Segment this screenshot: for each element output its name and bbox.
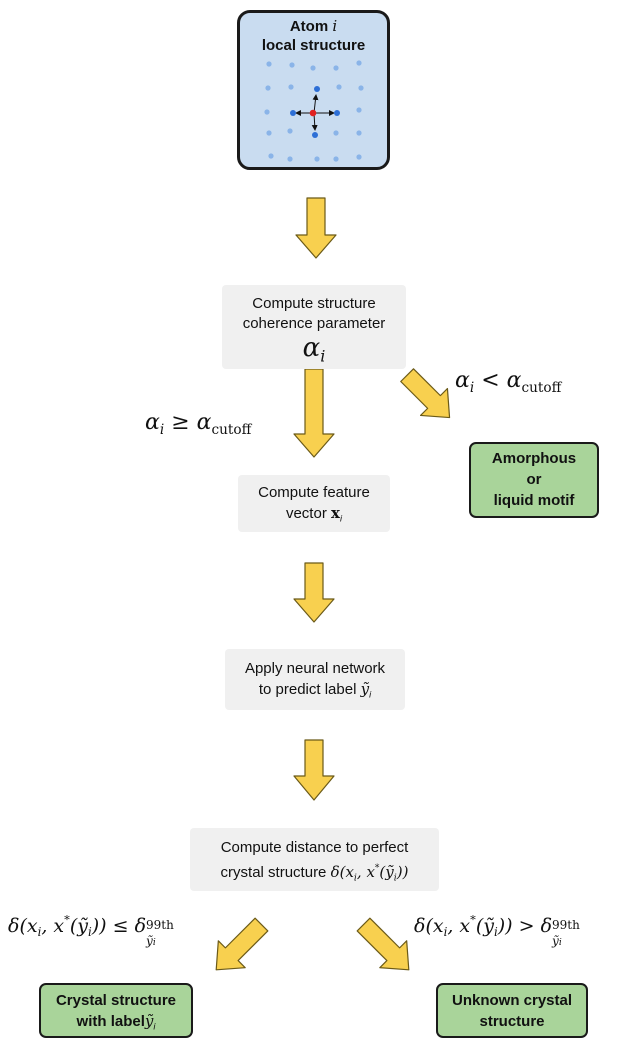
down-arrow-3	[293, 562, 335, 623]
atom-local-structure-box: Atom i local structure	[237, 10, 390, 170]
atom-box-title: Atom i	[289, 17, 338, 35]
amorphous-liquid-box: Amorphous or liquid motif	[469, 442, 599, 518]
step-feature-vector: Compute feature vector xi	[238, 475, 390, 532]
unknown-crystal-box: Unknown crystal structure	[436, 983, 588, 1038]
step1-line2: coherence parameter	[242, 315, 386, 332]
diag-arrow-unknown	[356, 917, 410, 971]
down-arrow-1	[295, 197, 337, 259]
step-coherence-parameter: Compute structure coherence parameter αi	[222, 285, 406, 369]
step-neural-network: Apply neural network to predict label ỹi	[225, 649, 405, 710]
step1-line1: Compute structure	[252, 295, 376, 312]
step-distance-perfect-crystal: Compute distance to perfect crystal stru…	[190, 828, 439, 891]
atom-lattice-illustration	[264, 60, 364, 162]
diag-arrow-amorphous	[400, 368, 451, 419]
down-arrow-2	[293, 368, 335, 458]
condition-ordered: αi ≥ αcutoff	[145, 410, 252, 438]
step1-symbol: αi	[302, 333, 326, 366]
crystal-structure-box: Crystal structure with labelỹi	[39, 983, 193, 1038]
down-arrow-4	[293, 739, 335, 801]
condition-amorphous: αi < αcutoff	[455, 368, 562, 396]
diag-arrow-crystal	[215, 917, 269, 971]
atom-box-subtitle: local structure	[261, 37, 366, 54]
